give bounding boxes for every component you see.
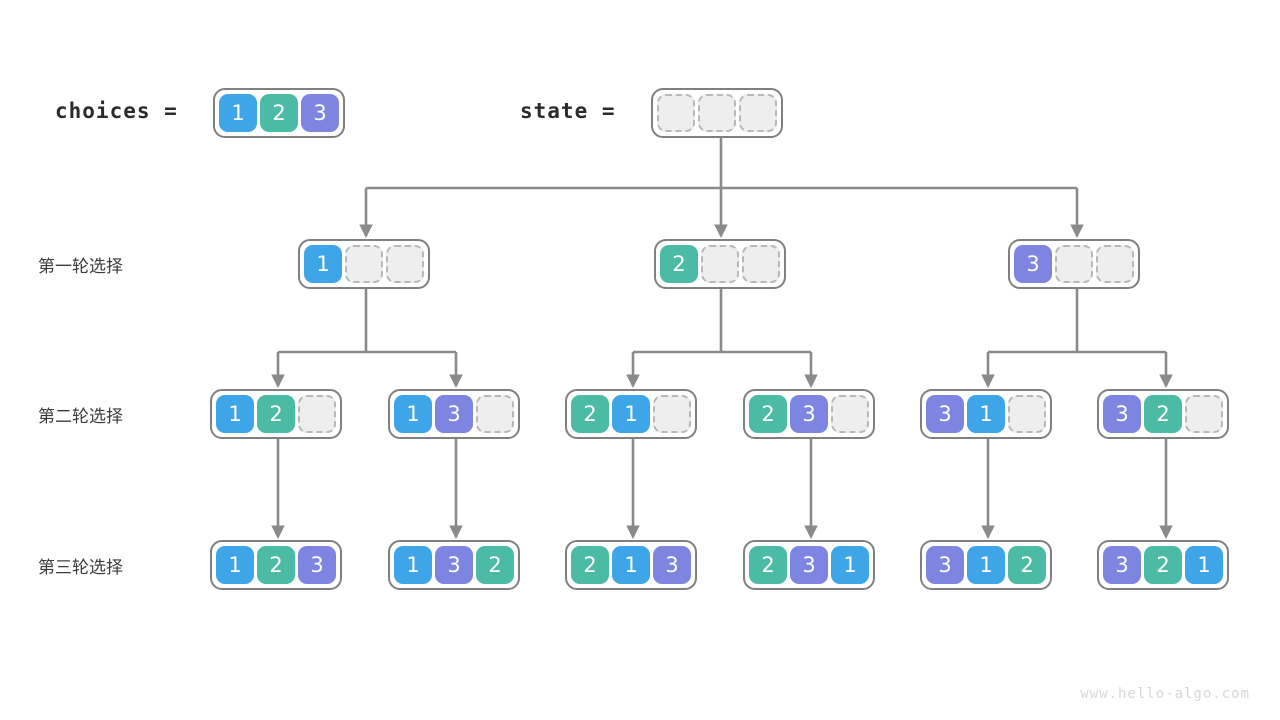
array-cell-empty <box>345 245 383 283</box>
array-cell-filled: 3 <box>298 546 336 584</box>
array-cell-filled: 2 <box>571 395 609 433</box>
array-cell-empty <box>698 94 736 132</box>
row-label-round-3: 第三轮选择 <box>38 558 123 578</box>
array-cell-filled: 1 <box>219 94 257 132</box>
array-cell-filled: 1 <box>1185 546 1223 584</box>
array-cell-empty <box>298 395 336 433</box>
array-cell-empty <box>831 395 869 433</box>
array-cell-filled: 1 <box>216 395 254 433</box>
array-cell-filled: 3 <box>1103 546 1141 584</box>
array-cell-filled: 3 <box>1103 395 1141 433</box>
array-cell-filled: 3 <box>926 546 964 584</box>
array-cell-filled: 1 <box>831 546 869 584</box>
array-cell-filled: 2 <box>476 546 514 584</box>
array-cell-filled: 1 <box>967 546 1005 584</box>
array-cell-filled: 3 <box>790 546 828 584</box>
array-cell-empty <box>386 245 424 283</box>
array-cell-empty <box>742 245 780 283</box>
choices-label: choices = <box>55 99 178 123</box>
array-cell-filled: 2 <box>660 245 698 283</box>
array-cell-filled: 2 <box>571 546 609 584</box>
array-cell-empty <box>701 245 739 283</box>
array-cell-filled: 3 <box>435 395 473 433</box>
array-cell-empty <box>1096 245 1134 283</box>
state-label: state = <box>520 99 616 123</box>
array-cell-filled: 2 <box>1144 395 1182 433</box>
state-array <box>651 88 783 138</box>
array-cell-filled: 2 <box>260 94 298 132</box>
array-cell-filled: 2 <box>257 395 295 433</box>
array-cell-empty <box>1185 395 1223 433</box>
tree-node-level1-1: 2 <box>654 239 786 289</box>
array-cell-filled: 2 <box>749 546 787 584</box>
array-cell-filled: 1 <box>394 546 432 584</box>
array-cell-filled: 2 <box>257 546 295 584</box>
array-cell-filled: 3 <box>301 94 339 132</box>
array-cell-empty <box>476 395 514 433</box>
array-cell-filled: 1 <box>394 395 432 433</box>
array-cell-filled: 2 <box>749 395 787 433</box>
site-watermark: www.hello-algo.com <box>1080 686 1250 702</box>
array-cell-empty <box>657 94 695 132</box>
array-cell-filled: 1 <box>216 546 254 584</box>
array-cell-empty <box>1055 245 1093 283</box>
array-cell-filled: 1 <box>612 395 650 433</box>
tree-node-level1-0: 1 <box>298 239 430 289</box>
array-cell-filled: 2 <box>1144 546 1182 584</box>
array-cell-filled: 3 <box>653 546 691 584</box>
array-cell-empty <box>1008 395 1046 433</box>
array-cell-filled: 1 <box>967 395 1005 433</box>
array-cell-filled: 3 <box>1014 245 1052 283</box>
array-cell-filled: 3 <box>926 395 964 433</box>
array-cell-filled: 1 <box>612 546 650 584</box>
array-cell-filled: 3 <box>790 395 828 433</box>
array-cell-filled: 2 <box>1008 546 1046 584</box>
array-cell-empty <box>653 395 691 433</box>
row-label-round-1: 第一轮选择 <box>38 257 123 277</box>
tree-node-level1-2: 3 <box>1008 239 1140 289</box>
array-cell-filled: 3 <box>435 546 473 584</box>
array-cell-empty <box>739 94 777 132</box>
row-label-round-2: 第二轮选择 <box>38 407 123 427</box>
array-cell-filled: 1 <box>304 245 342 283</box>
